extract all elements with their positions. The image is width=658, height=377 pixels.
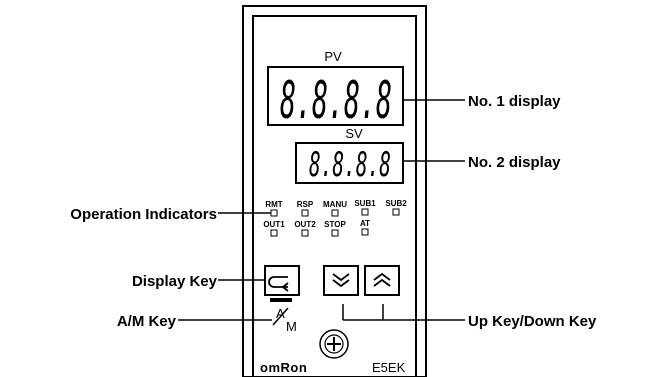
pv-label: PV: [324, 49, 342, 64]
sv-label: SV: [345, 126, 363, 141]
callout-updown-key: Up Key/Down Key: [468, 313, 597, 330]
am-key[interactable]: A M: [270, 298, 297, 334]
callout-no1-display: No. 1 display: [468, 93, 561, 110]
callout-display-key: Display Key: [132, 273, 218, 290]
indicator-lamp-rmt: [270, 209, 278, 217]
indicator-label-at: AT: [360, 219, 370, 228]
no1-display-window: [267, 66, 404, 126]
indicator-lamp-out1: [270, 229, 278, 237]
am-key-a: A: [276, 306, 285, 321]
double-chevron-down-icon: [332, 273, 350, 288]
indicator-label-rsp: RSP: [297, 200, 314, 209]
callout-am-key: A/M Key: [117, 313, 177, 330]
am-key-m: M: [286, 319, 297, 334]
indicator-lamp-sub2: [392, 208, 400, 216]
callout-operation-indicators: Operation Indicators: [70, 206, 217, 223]
indicator-lamp-stop: [331, 229, 339, 237]
operation-indicators: RMT RSP MANU SUB1 SUB2 OUT1 OUT2 STOP AT: [263, 199, 407, 237]
indicator-label-out2: OUT2: [294, 220, 316, 229]
am-key-indicator-bar: [270, 298, 292, 302]
indicator-lamp-manu: [331, 209, 339, 217]
no2-display-window: [295, 142, 404, 184]
indicator-lamp-at: [361, 228, 369, 236]
indicator-label-rmt: RMT: [265, 200, 282, 209]
indicator-label-out1: OUT1: [263, 220, 285, 229]
model-name: E5EK: [372, 360, 406, 375]
sv-readout: 8.8.8.8: [309, 145, 391, 185]
double-chevron-up-icon: [373, 272, 391, 287]
indicator-label-sub2: SUB2: [385, 199, 407, 208]
am-key-slash: [272, 307, 289, 326]
indicator-label-manu: MANU: [323, 200, 347, 209]
brand-logo: omRon: [260, 360, 307, 375]
pv-readout: 8.8.8.8: [280, 71, 392, 131]
callout-no2-display: No. 2 display: [468, 154, 561, 171]
up-key[interactable]: [364, 265, 400, 296]
indicator-lamp-sub1: [361, 208, 369, 216]
indicator-lamp-out2: [301, 229, 309, 237]
indicator-label-sub1: SUB1: [354, 199, 376, 208]
down-key[interactable]: [323, 265, 359, 296]
mounting-screw-icon: [319, 329, 349, 359]
indicator-lamp-rsp: [301, 209, 309, 217]
display-key-body[interactable]: [264, 265, 300, 296]
indicator-label-stop: STOP: [324, 220, 346, 229]
cycle-arrow-icon: [268, 276, 289, 292]
display-key[interactable]: [264, 265, 300, 296]
